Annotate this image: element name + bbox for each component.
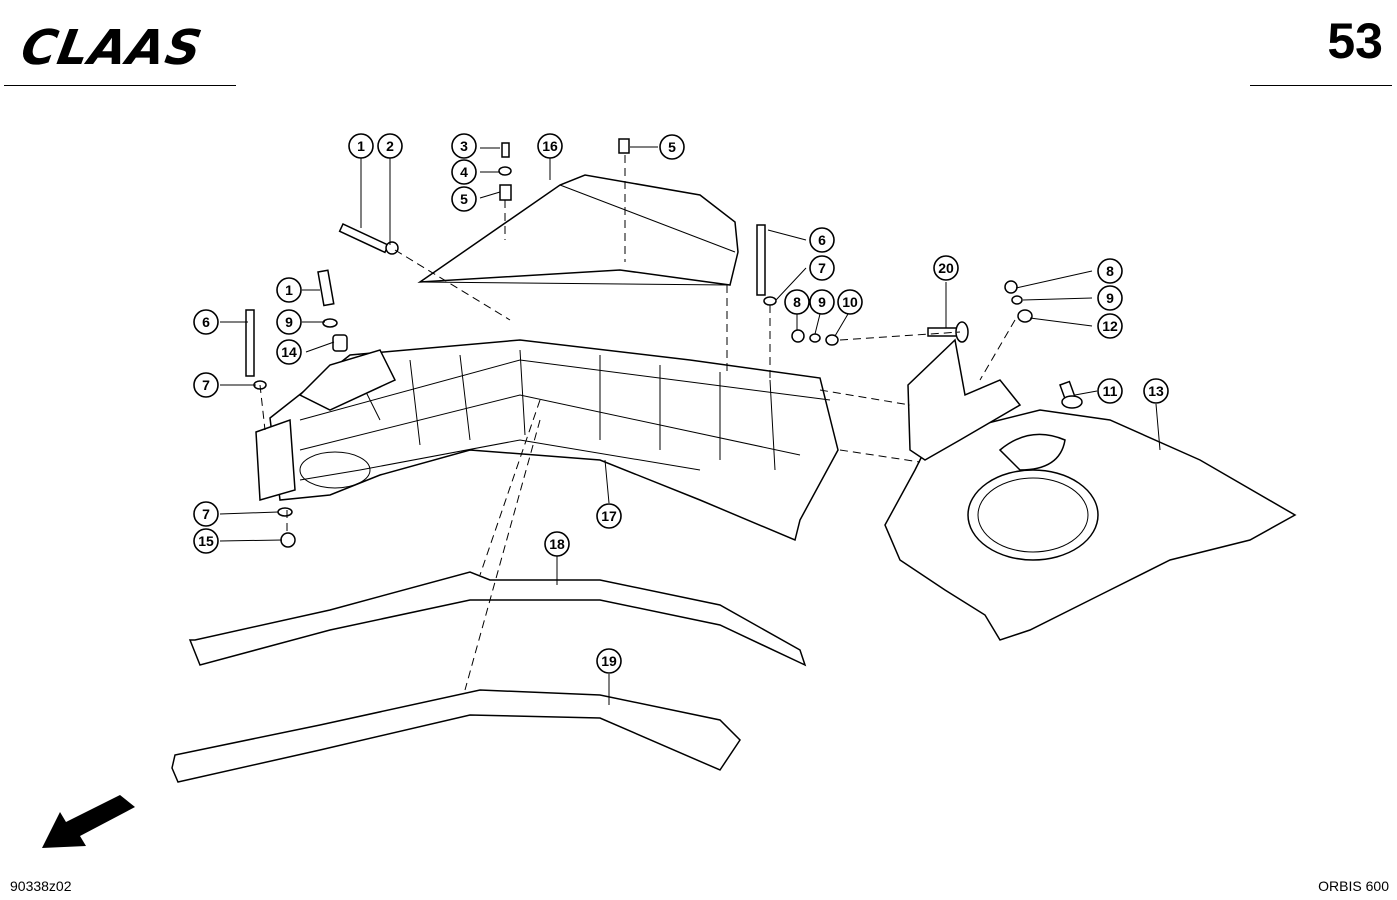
svg-text:4: 4 (460, 164, 468, 180)
callout-7-left-bottom: 7 (193, 501, 219, 527)
callout-17: 17 (596, 503, 622, 529)
svg-text:3: 3 (460, 138, 468, 154)
wear-strip-19 (171, 689, 741, 783)
svg-text:9: 9 (285, 314, 293, 330)
svg-text:9: 9 (1106, 290, 1114, 306)
mounting-bracket (907, 338, 1022, 461)
svg-text:2: 2 (386, 138, 394, 154)
fastener-screw-3 (498, 142, 512, 201)
svg-text:5: 5 (460, 191, 468, 207)
fastener-bolt-1-left (317, 269, 335, 307)
callout-20: 20 (933, 255, 959, 281)
svg-text:9: 9 (818, 294, 826, 310)
svg-text:5: 5 (668, 139, 676, 155)
callout-3: 3 (451, 133, 477, 159)
fastener-long-bolt-6 (756, 224, 777, 306)
callout-9-right: 9 (1097, 285, 1123, 311)
callout-19: 19 (596, 648, 622, 674)
callout-18: 18 (544, 531, 570, 557)
callout-9-center: 9 (809, 289, 835, 315)
svg-text:12: 12 (1102, 318, 1118, 334)
fastener-20-11-12 (927, 280, 1083, 409)
callout-13: 13 (1143, 378, 1169, 404)
callout-8-right: 8 (1097, 258, 1123, 284)
fastener-nuts-8-9-10 (791, 329, 839, 346)
direction-arrow-icon (42, 795, 135, 848)
svg-text:8: 8 (793, 294, 801, 310)
callout-5-right: 5 (659, 134, 685, 160)
callout-11: 11 (1097, 378, 1123, 404)
callout-4: 4 (451, 159, 477, 185)
svg-text:17: 17 (601, 508, 617, 524)
main-guard-housing (269, 339, 839, 542)
callout-9-left: 9 (276, 309, 302, 335)
callout-16: 16 (537, 133, 563, 159)
svg-text:16: 16 (542, 138, 558, 154)
fastener-bolt-1-top (338, 223, 399, 255)
bearing-opening (967, 469, 1099, 561)
svg-text:1: 1 (285, 282, 293, 298)
callout-1-top: 1 (348, 133, 374, 159)
callout-6-right: 6 (809, 227, 835, 253)
callout-15: 15 (193, 528, 219, 554)
guard-end-plate (255, 418, 296, 501)
callout-14: 14 (276, 339, 302, 365)
svg-text:7: 7 (202, 506, 210, 522)
callout-1-left: 1 (276, 277, 302, 303)
header-rule-left (4, 85, 236, 86)
callout-7-left-top: 7 (193, 372, 219, 398)
svg-text:6: 6 (818, 232, 826, 248)
svg-text:7: 7 (202, 377, 210, 393)
callout-8-center: 8 (784, 289, 810, 315)
svg-text:20: 20 (938, 260, 954, 276)
top-cover-plate (417, 174, 739, 286)
page-number: 53 (1327, 13, 1383, 69)
callout-10: 10 (837, 289, 863, 315)
drawing-number: 90338z02 (10, 878, 72, 894)
svg-text:11: 11 (1103, 383, 1118, 399)
svg-text:1: 1 (357, 138, 365, 154)
svg-text:19: 19 (601, 653, 617, 669)
svg-text:15: 15 (198, 533, 214, 549)
wear-strip-18 (188, 571, 807, 667)
svg-text:6: 6 (202, 314, 210, 330)
fastener-lower-7-15 (277, 318, 348, 548)
callout-2: 2 (377, 133, 403, 159)
cutout (998, 433, 1066, 471)
header-rule-right (1250, 85, 1392, 86)
callout-12: 12 (1097, 313, 1123, 339)
callout-5-left: 5 (451, 186, 477, 212)
svg-text:7: 7 (818, 260, 826, 276)
fastener-spacer-5 (618, 138, 630, 154)
svg-text:14: 14 (281, 344, 297, 360)
svg-text:10: 10 (842, 294, 858, 310)
svg-text:18: 18 (549, 536, 565, 552)
svg-text:8: 8 (1106, 263, 1114, 279)
callout-6-left: 6 (193, 309, 219, 335)
svg-text:13: 13 (1148, 383, 1164, 399)
model-name: ORBIS 600 (1318, 878, 1389, 894)
callout-7-right: 7 (809, 255, 835, 281)
guard-bracket (298, 349, 397, 411)
fastener-long-bolt-6-left (245, 309, 267, 390)
